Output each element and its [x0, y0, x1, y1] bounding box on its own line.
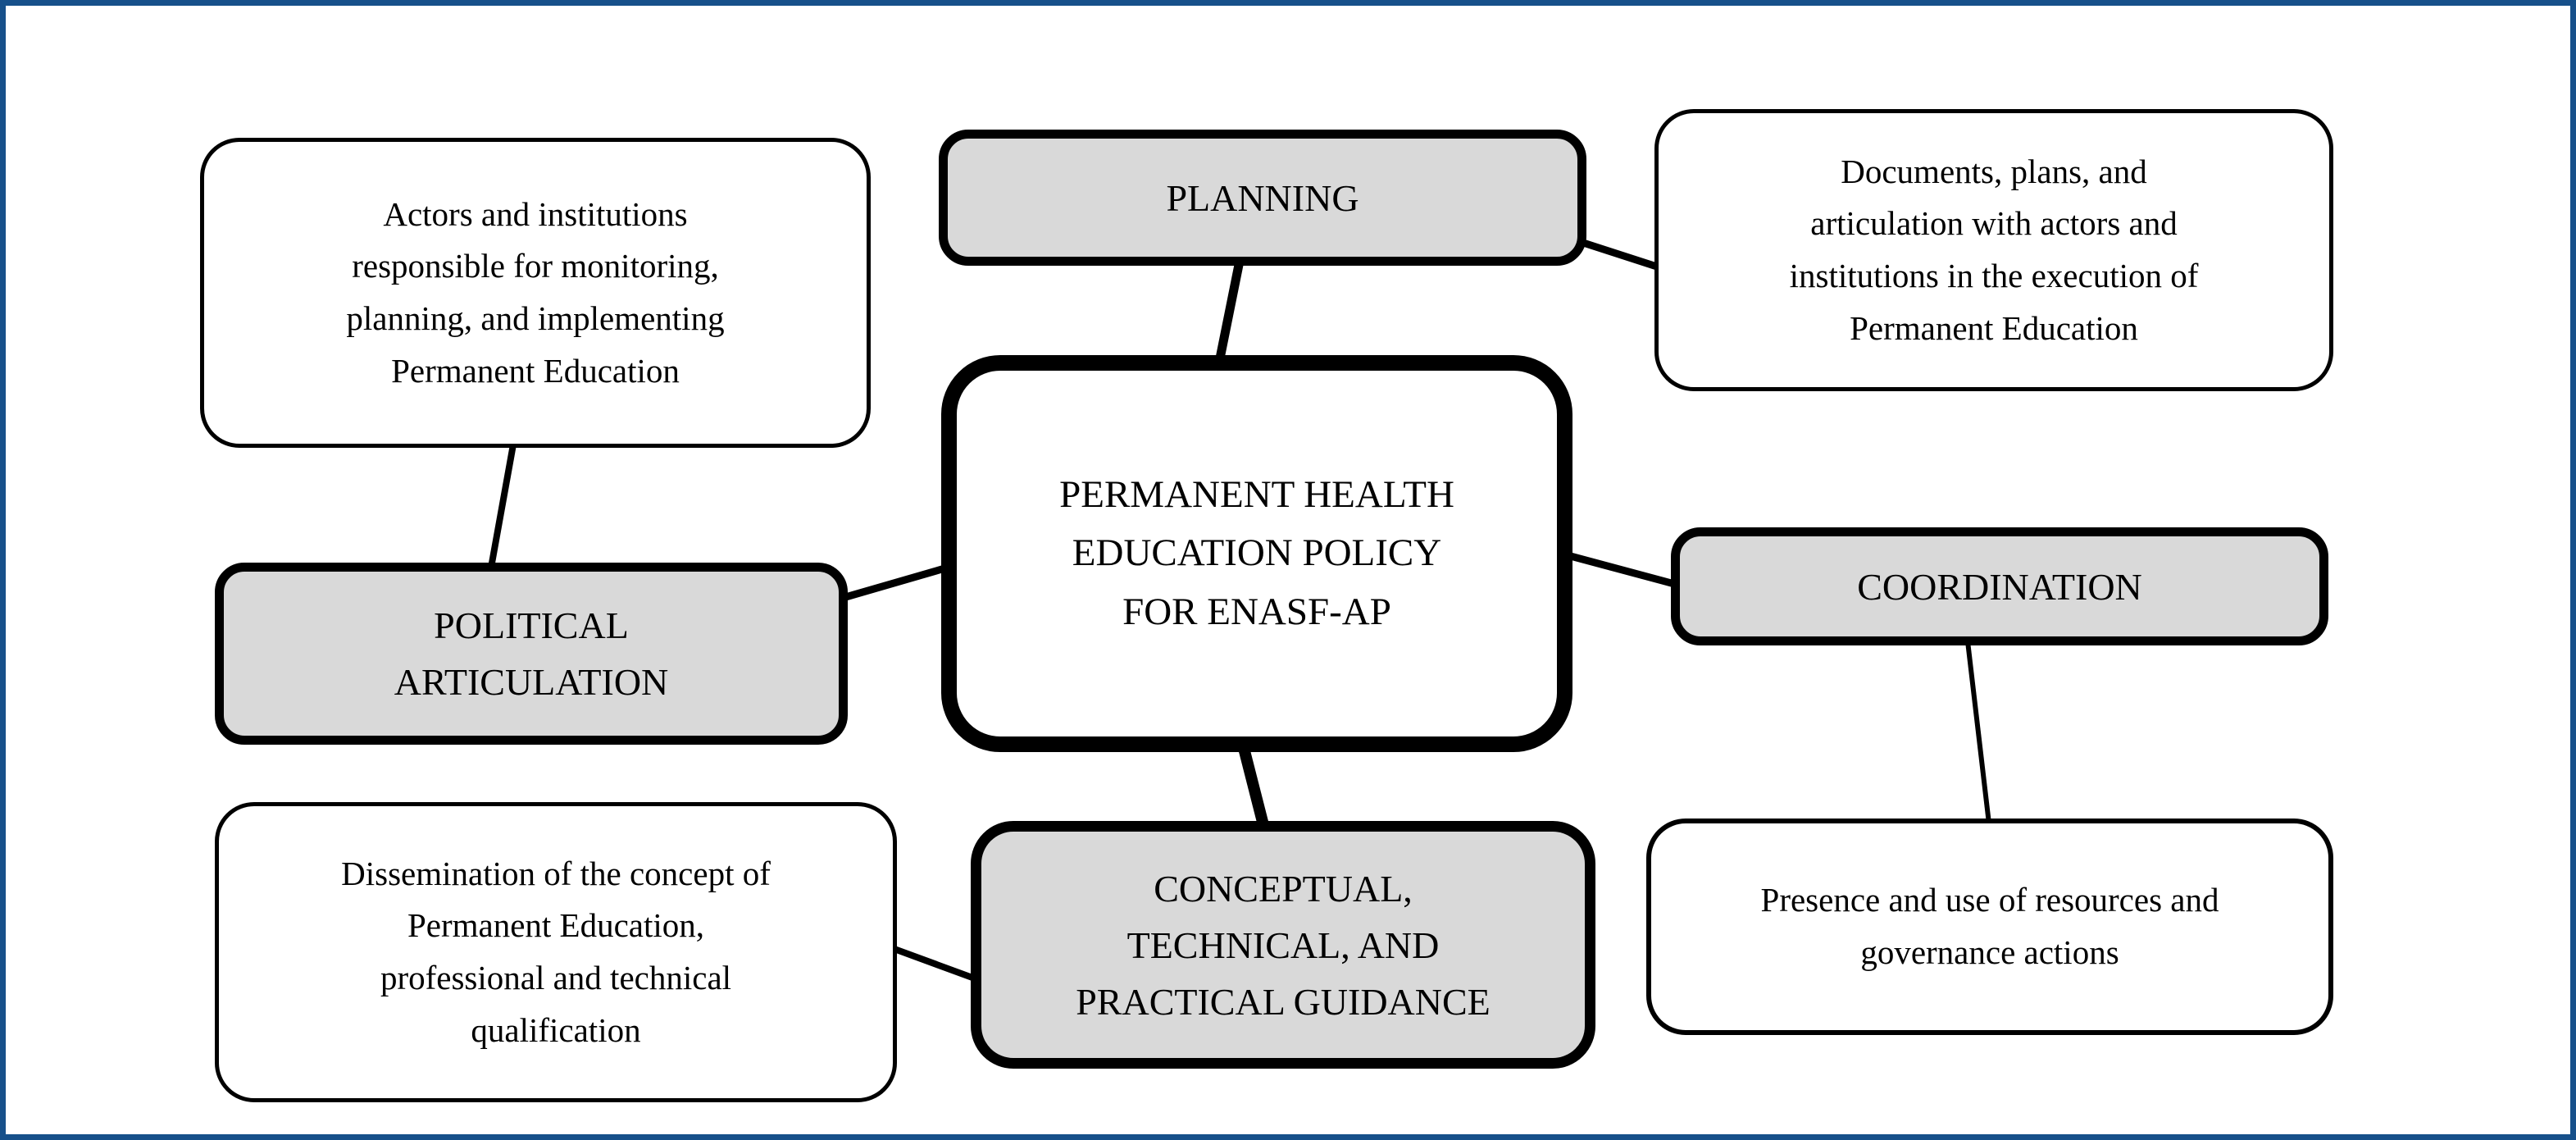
connector-planning-to-central — [1214, 259, 1245, 364]
conceptual-guidance-label: CONCEPTUAL, TECHNICAL, AND PRACTICAL GUI… — [1076, 867, 1491, 1023]
planning-label: PLANNING — [1166, 176, 1359, 219]
coordination-label: COORDINATION — [1857, 565, 2142, 608]
political-articulation-label: POLITICAL ARTICULATION — [394, 604, 669, 703]
connector-conceptual_description-to-conceptual_guidance — [890, 945, 974, 981]
political-articulation-description-box: Actors and institutions responsible for … — [200, 138, 871, 448]
connector-political_description-to-political_articulation — [488, 444, 517, 568]
central-policy-node: PERMANENT HEALTH EDUCATION POLICY FOR EN… — [941, 355, 1572, 752]
conceptual-guidance-description-text: Dissemination of the concept of Permanen… — [341, 854, 771, 1049]
connector-central-to-coordination — [1550, 547, 1679, 589]
coordination-description-text: Presence and use of resources and govern… — [1760, 881, 2219, 971]
planning-description-box: Documents, plans, and articulation with … — [1654, 109, 2333, 391]
connector-planning-to-planning_description — [1579, 238, 1666, 273]
planning-node: PLANNING — [939, 130, 1586, 266]
planning-description-text: Documents, plans, and articulation with … — [1789, 152, 2199, 347]
connector-coordination-to-coordination_description — [1965, 641, 1991, 824]
connector-central-to-conceptual_guidance — [1237, 743, 1270, 830]
coordination-node: COORDINATION — [1671, 527, 2328, 645]
central-policy-label: PERMANENT HEALTH EDUCATION POLICY FOR EN… — [1059, 472, 1454, 633]
political-articulation-description-text: Actors and institutions responsible for … — [346, 194, 725, 390]
political-articulation-node: POLITICAL ARTICULATION — [215, 563, 848, 745]
coordination-description-box: Presence and use of resources and govern… — [1646, 819, 2333, 1035]
conceptual-guidance-description-box: Dissemination of the concept of Permanen… — [215, 802, 897, 1102]
conceptual-guidance-node: CONCEPTUAL, TECHNICAL, AND PRACTICAL GUI… — [971, 821, 1595, 1069]
